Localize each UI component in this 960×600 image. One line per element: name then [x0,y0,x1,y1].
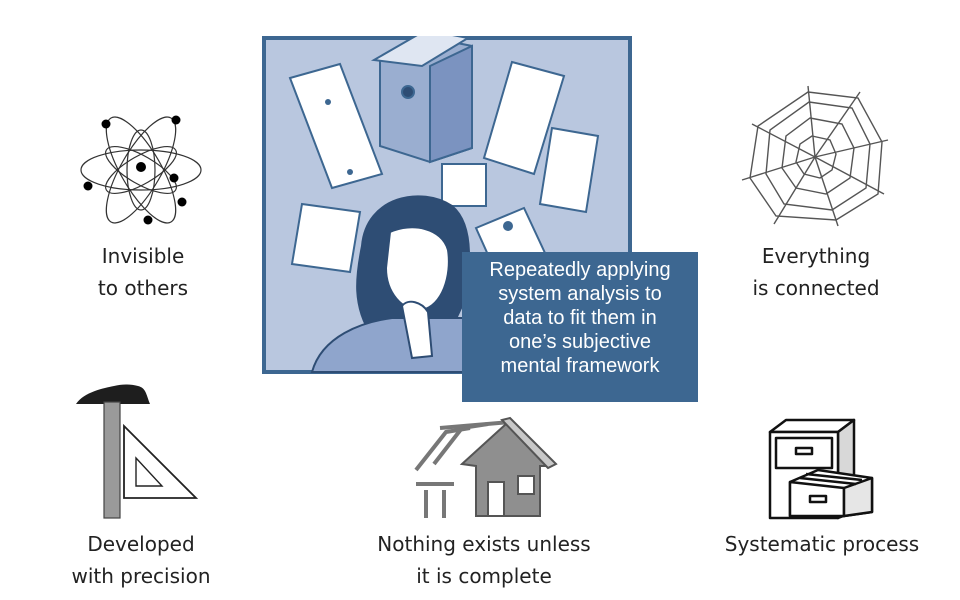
caption-precision-line2: with precision [71,564,211,588]
caption-invisible-line1: Invisible [101,244,185,268]
caption-precision: Developed with precision [50,528,232,592]
floating-card [288,60,600,288]
center-illustration [262,28,632,374]
caption-connected: Everything is connected [724,240,908,304]
spider-web-icon [738,84,892,230]
callout-line-2: system analysis to [498,283,662,305]
caption-invisible: Invisible to others [60,240,226,304]
thinking-woman-illustration [262,28,632,374]
caption-systematic: Systematic process [714,528,930,560]
center-callout: Repeatedly applying system analysis to d… [462,252,698,402]
caption-complete: Nothing exists unless it is complete [360,528,608,592]
caption-connected-line1: Everything [761,244,871,268]
callout-line-1: Repeatedly applying [489,259,671,281]
caption-connected-line2: is connected [752,276,880,300]
house-frame-icon [410,414,560,520]
caption-systematic-line1: Systematic process [724,532,920,556]
caption-invisible-line2: to others [97,276,189,300]
caption-precision-line1: Developed [87,532,195,556]
callout-line-4: one’s subjective [509,331,651,353]
woman-figure [310,195,518,373]
caption-complete-line2: it is complete [416,564,552,588]
filing-cabinet-icon [760,416,882,520]
callout-line-3: data to fit them in [503,307,657,329]
callout-line-5: mental framework [500,355,660,377]
atom-icon [76,112,206,228]
t-square-triangle-icon [74,382,200,520]
caption-complete-line1: Nothing exists unless [377,532,591,556]
birdhouse [370,28,473,164]
